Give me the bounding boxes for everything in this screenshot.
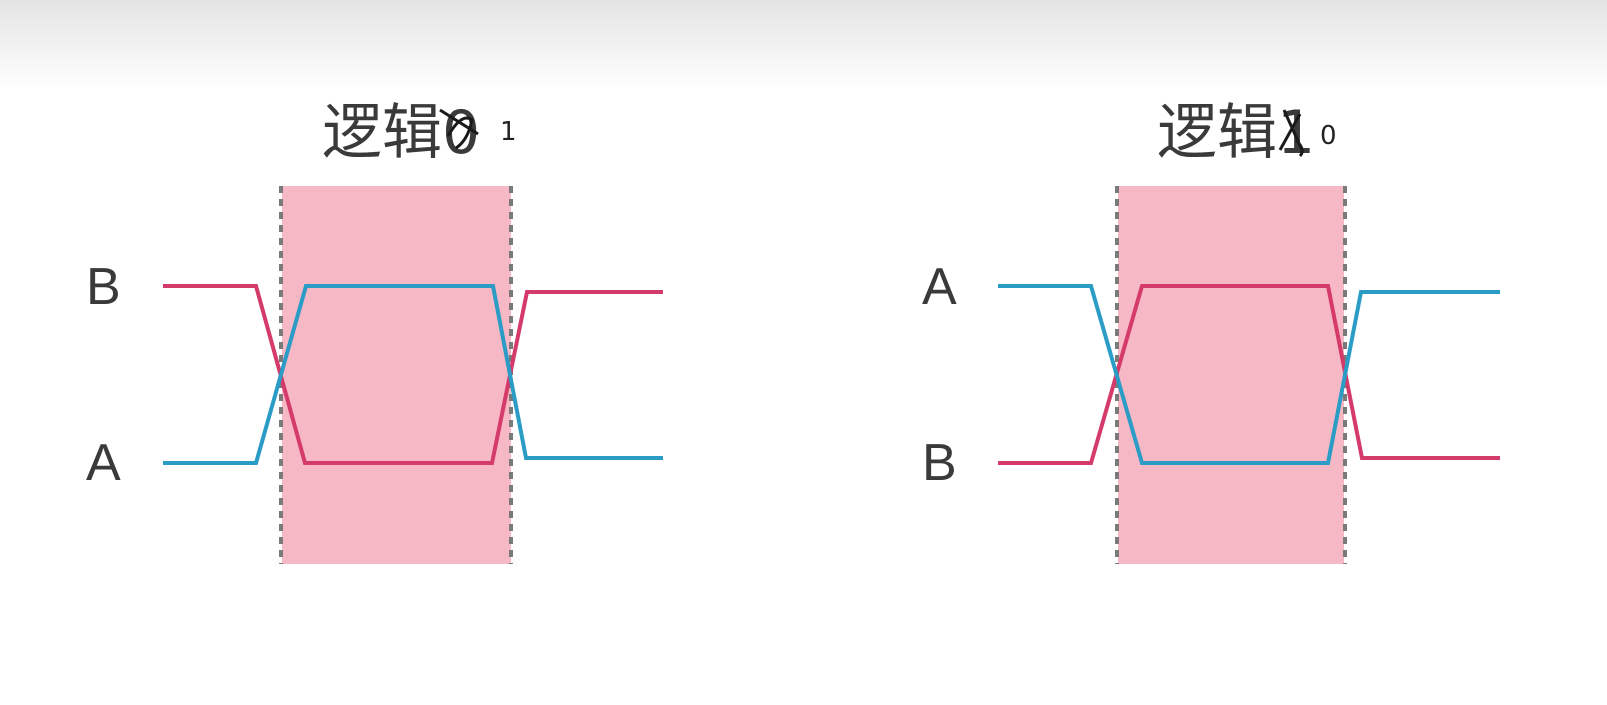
signal-b-trace [163,284,663,465]
correction-annotation: 1 [500,117,517,147]
top-band [0,0,1607,90]
signal-label-top: A [922,258,957,316]
signal-label-top: B [86,258,121,316]
highlight-region [282,186,511,564]
signal-a-trace [163,284,663,465]
signal-label-bottom: A [86,434,121,492]
strike-mark-icon [1278,109,1304,158]
panel-title: 逻辑0 [322,98,480,168]
panel-logic-1: 逻辑1 0 A B [922,98,1500,564]
signal-a-trace [998,284,1500,465]
correction-annotation: 0 [1320,121,1337,151]
signal-b-trace [998,284,1500,465]
signal-label-bottom: B [922,434,957,492]
highlight-region [1118,186,1344,564]
panel-logic-0: 逻辑0 1 B A [86,98,663,564]
strike-mark-icon [439,108,479,150]
panel-title: 逻辑1 [1157,98,1315,168]
